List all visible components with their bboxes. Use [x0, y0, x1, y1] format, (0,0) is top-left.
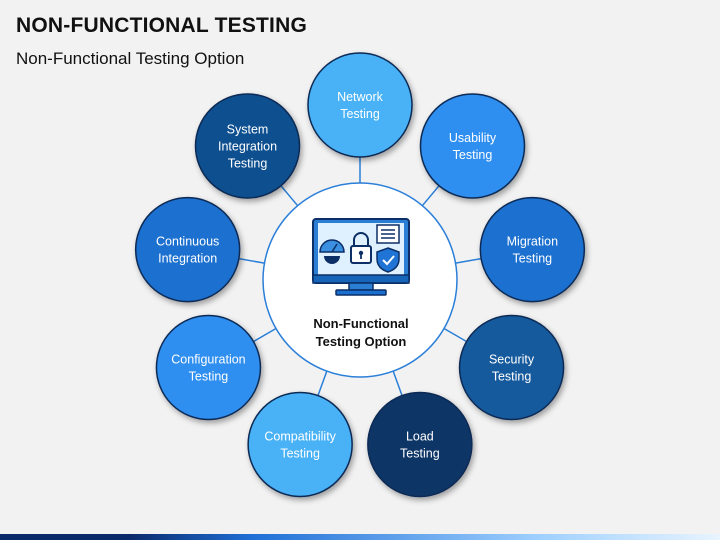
node-label-migration-2: Testing [513, 252, 553, 266]
nodes: NetworkTestingUsabilityTestingMigrationT… [134, 52, 586, 498]
center-label-line1: Non-Functional [313, 316, 408, 331]
node-circle-continuous-integration [134, 196, 241, 303]
center-label-line2: Testing Option [316, 334, 407, 349]
node-label-system-integration-1: System [227, 122, 269, 136]
page-title: NON-FUNCTIONAL TESTING [16, 14, 307, 37]
node-label-continuous-integration-2: Integration [158, 252, 217, 266]
node-label-configuration-2: Testing [189, 370, 229, 384]
connector-configuration [253, 327, 277, 343]
monitor-security-icon [312, 218, 410, 296]
connector-usability [421, 185, 440, 207]
connector-continuous-integration [238, 257, 265, 264]
node-label-compatibility-1: Compatibility [264, 429, 336, 443]
page-subtitle: Non-Functional Testing Option [16, 49, 245, 68]
node-label-security-1: Security [489, 353, 535, 367]
node-label-security-2: Testing [492, 370, 532, 384]
node-label-usability-1: Usability [449, 131, 497, 145]
node-circle-network [307, 52, 413, 158]
node-circle-system-integration [194, 93, 301, 199]
node-circle-configuration [155, 314, 262, 421]
connector-load [392, 370, 403, 396]
connectors [238, 157, 482, 396]
connector-system-integration [280, 185, 299, 207]
connector-compatibility [317, 370, 328, 396]
node-circle-usability [419, 93, 526, 199]
node-circle-security [458, 314, 565, 421]
node-label-load-1: Load [406, 429, 434, 443]
node-label-continuous-integration-1: Continuous [156, 235, 219, 249]
node-label-usability-2: Testing [453, 148, 493, 162]
node-label-load-2: Testing [400, 446, 440, 460]
connector-security [443, 327, 467, 343]
node-circle-load [367, 391, 473, 498]
node-circle-compatibility [247, 391, 353, 498]
node-circle-migration [479, 196, 586, 303]
node-label-system-integration-2: Integration [218, 139, 277, 153]
node-label-system-integration-3: Testing [228, 156, 268, 170]
node-label-configuration-1: Configuration [171, 353, 245, 367]
connector-migration [455, 257, 482, 264]
node-label-migration-1: Migration [507, 235, 558, 249]
node-label-compatibility-2: Testing [280, 446, 320, 460]
node-label-network-2: Testing [340, 107, 380, 121]
node-label-network-1: Network [337, 90, 384, 104]
bottom-accent-bar [0, 534, 720, 540]
